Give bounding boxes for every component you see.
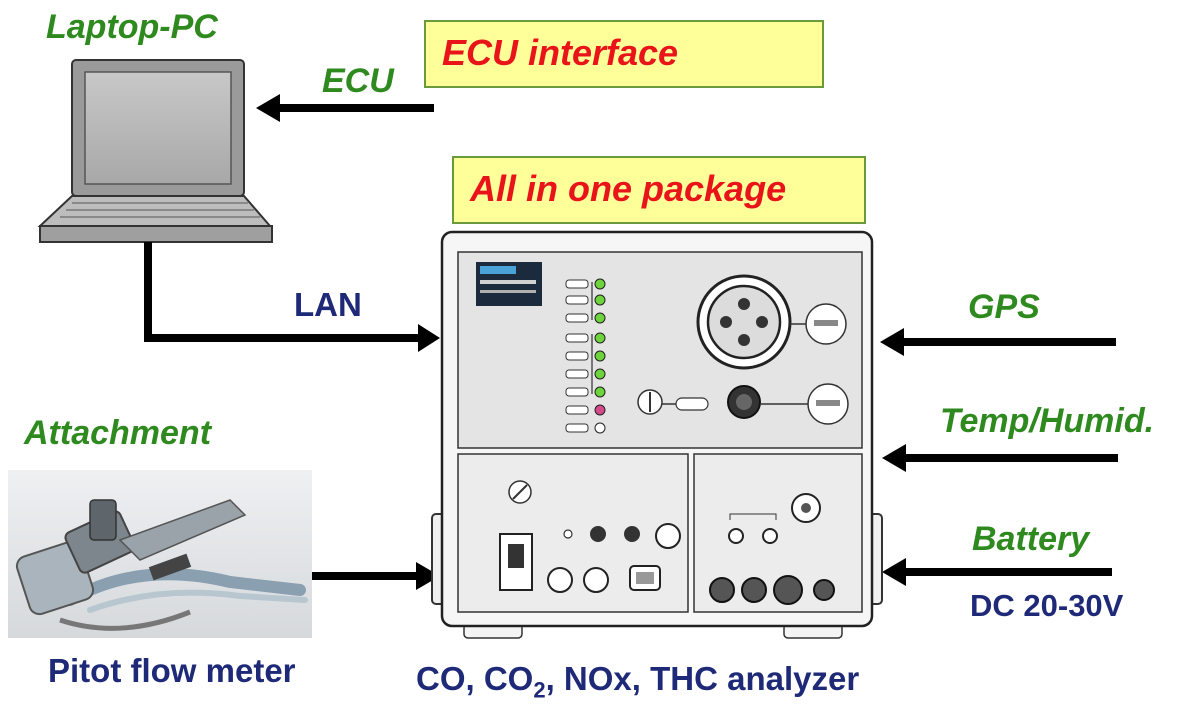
attachment-arrow-head xyxy=(416,562,440,590)
lan-arrow-head xyxy=(418,324,440,352)
pitot-flow-meter-image xyxy=(8,470,312,638)
laptop-icon xyxy=(37,59,273,243)
lan-label: LAN xyxy=(294,286,362,323)
battery-arrow-head xyxy=(882,558,906,586)
gps-arrow-head xyxy=(880,328,904,356)
analyzer-device xyxy=(431,230,883,639)
all-in-one-package-label: All in one package xyxy=(470,168,787,209)
temp-humid-arrow-head xyxy=(882,444,906,472)
attachment-label: Attachment xyxy=(24,414,212,452)
all-in-one-package-box: All in one package xyxy=(452,156,866,224)
pitot-flow-meter-label: Pitot flow meter xyxy=(48,652,296,689)
temp-humid-label: Temp/Humid. xyxy=(940,402,1155,440)
ecu-interface-box: ECU interface xyxy=(424,20,824,88)
lan-cable xyxy=(144,242,420,342)
ecu-label: ECU xyxy=(322,62,394,100)
analyzer-label: CO, CO2, NOx, THC analyzer xyxy=(416,660,860,703)
battery-label: Battery xyxy=(972,520,1090,558)
ecu-arrow-head xyxy=(256,94,280,122)
dc-voltage-label: DC 20-30V xyxy=(970,588,1124,623)
laptop-pc-label: Laptop-PC xyxy=(46,8,218,46)
gps-label: GPS xyxy=(968,288,1040,326)
ecu-interface-label: ECU interface xyxy=(442,32,679,73)
